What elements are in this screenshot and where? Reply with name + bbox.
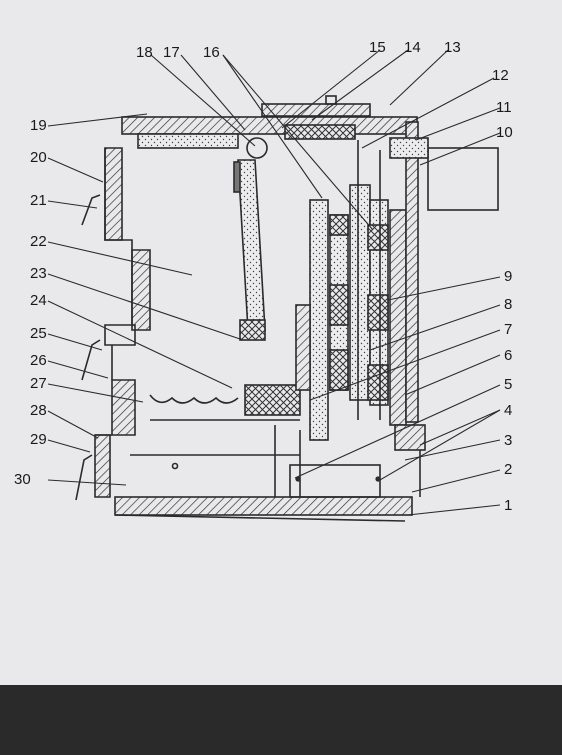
callout-labels: 1 2 3 4 5 6 7 8 9 10 11 12 13 14 15 16 1… [14,39,513,514]
flue-outlet [427,147,499,211]
label-28: 28 [30,402,47,419]
label-1: 1 [504,497,512,514]
label-6: 6 [504,347,512,364]
label-13: 13 [444,39,461,56]
label-3: 3 [504,432,512,449]
base-plate [114,496,413,516]
label-11: 11 [496,99,512,116]
label-18: 18 [136,44,153,61]
label-23: 23 [30,265,47,282]
grate [244,384,301,416]
top-lid [261,103,371,117]
label-29: 29 [30,431,47,448]
top-cover [121,116,418,135]
label-15: 15 [369,39,386,56]
label-26: 26 [30,352,47,369]
table-surface [0,685,562,750]
exchanger-column-left [309,199,329,441]
paper-sheet [0,0,562,685]
label-19: 19 [30,117,47,134]
label-24: 24 [30,292,47,309]
label-30: 30 [14,471,31,488]
label-10: 10 [496,124,513,141]
label-8: 8 [504,296,512,313]
label-16: 16 [203,44,220,61]
label-5: 5 [504,376,512,393]
label-4: 4 [504,402,512,419]
boiler-drawing [75,95,499,522]
right-wall [389,209,407,426]
label-17: 17 [163,44,180,61]
label-21: 21 [30,192,47,209]
label-2: 2 [504,461,512,478]
label-9: 9 [504,268,512,285]
leader-lines [47,49,501,516]
label-25: 25 [30,325,47,342]
label-20: 20 [30,149,47,166]
label-27: 27 [30,375,47,392]
label-22: 22 [30,233,47,250]
label-14: 14 [404,39,421,56]
label-7: 7 [504,321,512,338]
label-12: 12 [492,67,509,84]
